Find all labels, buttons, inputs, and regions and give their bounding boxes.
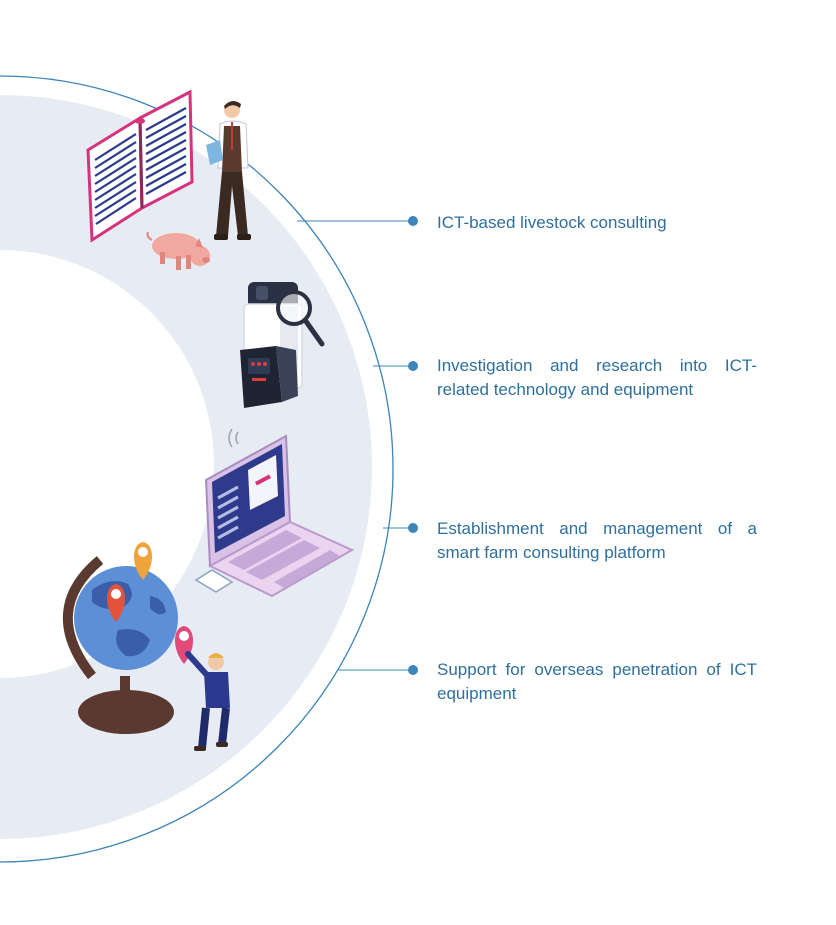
sensor-device-magnifier-icon	[228, 282, 325, 448]
connector-dot-3	[408, 523, 418, 533]
service-item-ict-research: Investigation and research into ICT-rela…	[437, 356, 757, 399]
service-item-livestock-consulting: ICT-based livestock consulting	[437, 213, 667, 232]
connector-dot-1	[408, 216, 418, 226]
connector-dot-2	[408, 361, 418, 371]
service-item-overseas-support: Support for overseas penetration of ICT …	[437, 660, 757, 703]
laptop-platform-icon	[194, 434, 355, 598]
band-arc	[0, 95, 372, 839]
consultant-with-book-and-pig-icon	[86, 89, 251, 270]
globe-with-location-pins-icon	[62, 542, 230, 751]
service-item-smart-farm-platform: Establishment and management of a smart …	[437, 519, 757, 562]
connector-dot-4	[408, 665, 418, 675]
